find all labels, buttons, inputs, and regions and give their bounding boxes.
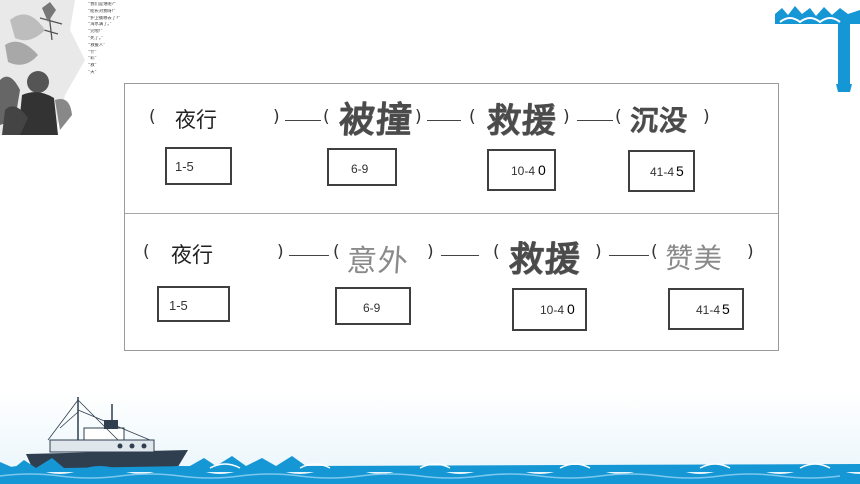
range-box: 1-5	[157, 286, 230, 322]
handwritten-answer: 赞美	[663, 242, 725, 275]
top-wave-decoration	[775, 6, 860, 92]
paren-open: (	[469, 107, 476, 127]
handwritten-answer: 意外	[345, 244, 410, 279]
paren-close: )	[563, 107, 570, 127]
added-digit: 5	[722, 301, 730, 317]
bottom-ship-waves	[0, 392, 860, 484]
added-digit: 5	[676, 163, 684, 179]
ship-icon	[26, 397, 188, 472]
paren-open: (	[149, 107, 156, 127]
paren-close: )	[273, 107, 280, 127]
paren-open: (	[615, 107, 622, 127]
handwritten-answer: 救援	[507, 240, 583, 280]
printed-answer: 夜行	[175, 108, 217, 132]
corner-note: “救”	[88, 63, 97, 69]
connector-dash	[441, 255, 479, 256]
corner-note: “我们是谁呢?”	[88, 2, 117, 7]
connector-dash	[285, 120, 321, 121]
worksheet-scan: ( 夜行 ) ( 被撞 ) ( 救援 ) ( 沉没 ) 1-5 6-9 10-4…	[124, 83, 779, 351]
corner-note: “完啦!”	[88, 29, 103, 35]
added-digit: 0	[538, 162, 546, 178]
corner-note: “船长对我呀!”	[88, 8, 116, 14]
added-digit: 0	[567, 301, 575, 317]
range-label: 6-9	[363, 301, 381, 315]
range-label: 41-4	[696, 303, 721, 317]
corner-note: “彩”	[88, 56, 97, 62]
paren-open: (	[493, 242, 500, 262]
handwritten-answer: 沉没	[628, 104, 690, 137]
corner-note: “护卫舰哪去了?”	[88, 15, 121, 21]
corner-notes: “我们是谁呢?” “船长对我呀!” “护卫舰哪去了?” “海水满了。” “完啦!…	[88, 2, 150, 77]
range-box: 6-9	[335, 287, 411, 325]
range-label: 1-5	[175, 159, 194, 174]
range-box: 1-5	[165, 147, 232, 185]
range-box: 41-4 5	[668, 288, 744, 330]
connector-dash	[427, 120, 461, 121]
paren-close: )	[747, 242, 754, 262]
connector-dash	[609, 255, 649, 256]
worksheet-row-2: ( 夜行 ) ( 意外 ) ( 救援 ) ( 赞美 ) 1-5 6-9 10-4…	[125, 214, 778, 351]
corner-illustration	[0, 0, 85, 135]
range-box: 6-9	[327, 148, 397, 186]
paren-close: )	[595, 242, 602, 262]
paren-open: (	[651, 242, 658, 262]
corner-note: “什”	[88, 49, 97, 55]
corner-note: “天”	[88, 69, 97, 75]
range-box: 10-4 0	[512, 288, 587, 331]
range-label: 6-9	[351, 162, 369, 176]
range-label: 10-4	[540, 303, 565, 317]
paren-close: )	[415, 107, 422, 127]
paren-open: (	[323, 107, 330, 127]
corner-note: “救援人”	[88, 42, 106, 48]
paren-close: )	[703, 107, 710, 127]
paren-close: )	[427, 242, 434, 262]
handwritten-answer: 被撞	[337, 100, 415, 141]
corner-note: “海水满了。”	[88, 22, 112, 28]
paren-open: (	[143, 242, 150, 262]
range-label: 1-5	[169, 298, 188, 313]
range-box: 10-4 0	[487, 149, 556, 191]
connector-dash	[289, 255, 329, 256]
paren-open: (	[333, 242, 340, 262]
paren-close: )	[277, 242, 284, 262]
worksheet-row-1: ( 夜行 ) ( 被撞 ) ( 救援 ) ( 沉没 ) 1-5 6-9 10-4…	[125, 84, 778, 214]
range-label: 41-4	[650, 165, 675, 179]
corner-note: “死了。”	[88, 35, 104, 41]
range-box: 41-4 5	[628, 150, 695, 192]
handwritten-answer: 救援	[485, 101, 559, 141]
connector-dash	[577, 120, 613, 121]
range-label: 10-4	[511, 164, 536, 178]
printed-answer: 夜行	[171, 243, 213, 267]
